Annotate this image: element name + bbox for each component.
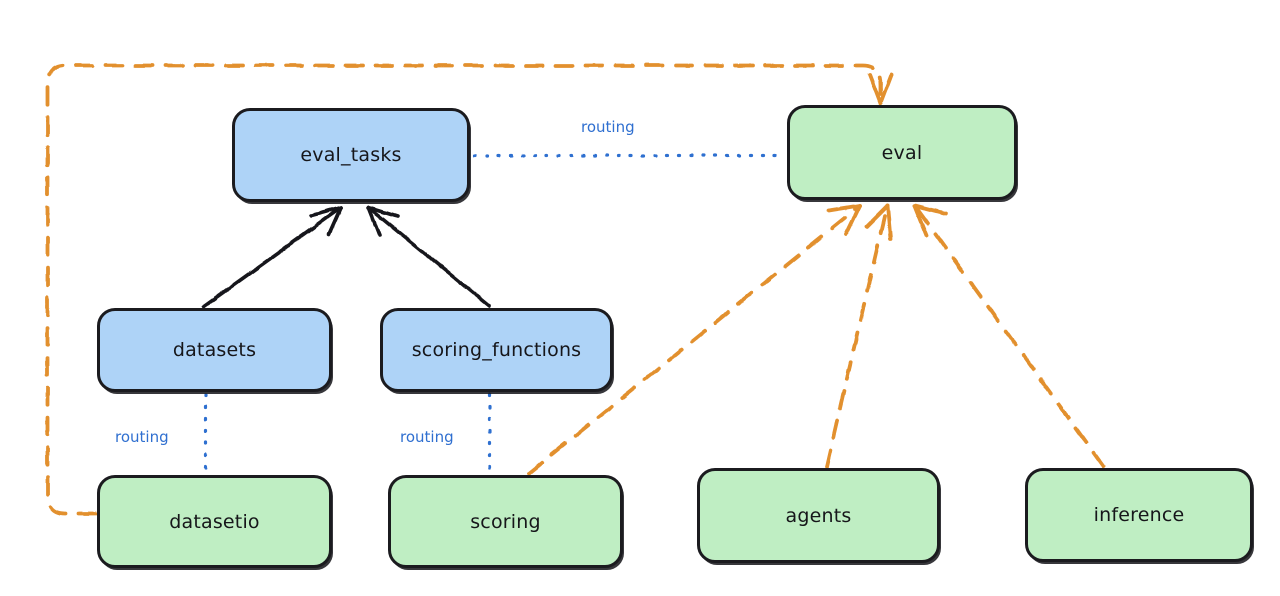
edge-label-routing-scoring: routing: [397, 428, 457, 446]
node-label: eval: [881, 141, 923, 164]
node-agents[interactable]: agents: [697, 468, 940, 563]
node-label: scoring: [470, 510, 541, 533]
node-label: eval_tasks: [300, 144, 402, 166]
edge-scoring-functions-to-eval-tasks: [366, 205, 491, 308]
edge-inference-to-eval: [912, 203, 1105, 468]
node-label: inference: [1093, 504, 1185, 526]
node-scoring[interactable]: scoring: [388, 475, 623, 568]
node-label: datasets: [172, 339, 257, 361]
node-inference[interactable]: inference: [1025, 468, 1253, 562]
edge-agents-to-eval: [824, 203, 892, 468]
edge-datasets-to-eval-tasks: [201, 205, 343, 308]
edge-label-routing-eval: routing: [578, 118, 638, 136]
node-eval-tasks[interactable]: eval_tasks: [232, 108, 470, 202]
node-eval[interactable]: eval: [787, 105, 1017, 200]
node-label: datasetio: [169, 510, 260, 533]
edge-label-routing-datasetio: routing: [112, 428, 172, 446]
node-label: scoring_functions: [411, 339, 582, 361]
node-datasets[interactable]: datasets: [97, 308, 332, 392]
node-scoring-functions[interactable]: scoring_functions: [380, 308, 613, 392]
node-label: agents: [785, 504, 852, 527]
node-datasetio[interactable]: datasetio: [97, 475, 332, 568]
